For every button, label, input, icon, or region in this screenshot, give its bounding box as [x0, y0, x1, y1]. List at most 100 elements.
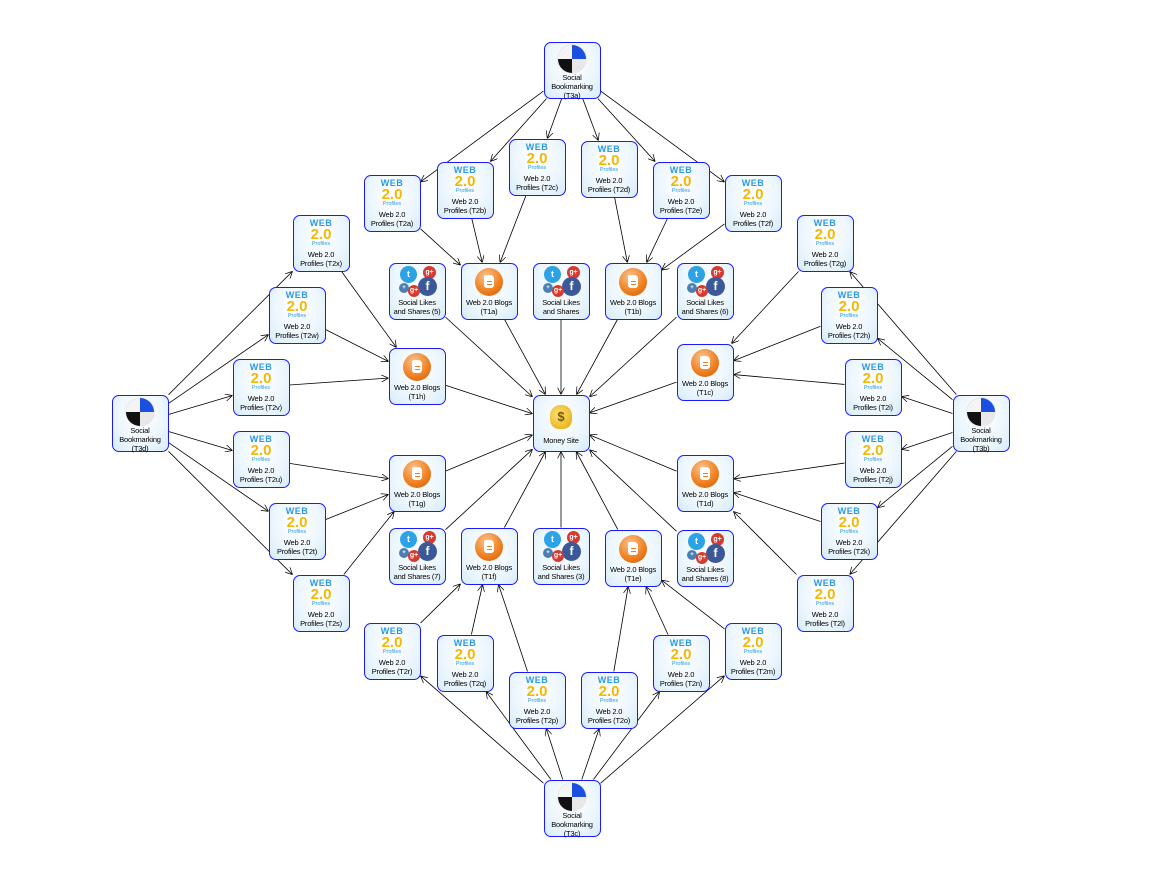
- logo-text: WEB: [525, 675, 549, 686]
- node-money[interactable]: $Money Site: [532, 394, 590, 452]
- node-label: Web 2.0 Profiles (T2c): [516, 173, 558, 192]
- edge-S7-to-money: [445, 449, 533, 530]
- node-label: Web 2.0 Profiles (T2e): [659, 196, 703, 215]
- edge-T3c-to-T2r: [421, 676, 544, 784]
- logo-text: 2.0: [862, 442, 884, 460]
- node-label: Web 2.0 Blogs (T1e): [609, 564, 657, 583]
- logo-text: Profiles: [743, 201, 763, 208]
- logo-text: WEB: [597, 144, 621, 155]
- edge-T1e-to-money: [576, 452, 619, 530]
- node-t1b[interactable]: Web 2.0 Blogs (T1b): [604, 262, 662, 320]
- social-bookmarking-icon: [558, 782, 586, 811]
- edge-S5-to-money: [445, 316, 533, 397]
- node-t1c[interactable]: Web 2.0 Blogs (T1c): [676, 343, 734, 401]
- node-t1a[interactable]: Web 2.0 Blogs (T1a): [460, 262, 518, 320]
- logo-text: Profiles: [815, 241, 835, 248]
- node-label: Web 2.0 Profiles (T2h): [827, 321, 871, 340]
- facebook-icon: f: [706, 276, 725, 296]
- logo-text: Profiles: [311, 241, 331, 248]
- facebook-icon: f: [562, 276, 581, 296]
- logo-text: WEB: [309, 578, 333, 589]
- node-t1e[interactable]: Web 2.0 Blogs (T1e): [604, 529, 662, 587]
- node-t1f[interactable]: Web 2.0 Blogs (T1f): [460, 527, 518, 585]
- node-t3d[interactable]: Social Bookmarking (T3d): [111, 394, 169, 453]
- logo-text: WEB: [380, 178, 404, 189]
- node-label: Web 2.0 Profiles (T2q): [443, 669, 487, 688]
- node-t3c[interactable]: Social Bookmarking (T3c): [543, 779, 601, 838]
- gplus-icon: g+: [696, 551, 708, 564]
- gplus-icon: g+: [711, 265, 724, 279]
- node-t1g[interactable]: Web 2.0 Blogs (T1g): [388, 454, 446, 512]
- node-t1h[interactable]: Web 2.0 Blogs (T1h): [388, 347, 446, 405]
- node-label: Money Site: [543, 435, 579, 445]
- gplus-icon: g+: [423, 530, 436, 544]
- blogger-icon: [475, 532, 503, 561]
- node-t1d[interactable]: Web 2.0 Blogs (T1d): [676, 454, 734, 512]
- like-icon: +: [399, 547, 409, 558]
- logo-text: 2.0: [381, 634, 403, 652]
- facebook-icon: f: [418, 541, 437, 561]
- blogger-icon: [403, 459, 431, 488]
- edge-T1h-to-money: [445, 384, 533, 413]
- node-t3a[interactable]: Social Bookmarking (T3a): [543, 41, 601, 100]
- edge-S6-to-money: [590, 316, 677, 397]
- node-icon: [545, 44, 600, 73]
- node-t3b[interactable]: Social Bookmarking (T3b): [952, 394, 1010, 453]
- edge-T2c-to-T1a: [500, 195, 527, 263]
- edge-T3b-to-T2j: [902, 432, 953, 450]
- node-icon: [678, 458, 733, 490]
- node-label: Web 2.0 Profiles (T2u): [239, 465, 283, 484]
- logo-text: Profiles: [311, 601, 331, 608]
- edge-T1d-to-money: [590, 435, 677, 472]
- node-label: Social Likes and Shares (8): [681, 564, 729, 583]
- node-label: Social Likes and Shares: [542, 297, 580, 316]
- blogger-icon: [475, 267, 503, 296]
- blogger-icon: [691, 348, 719, 377]
